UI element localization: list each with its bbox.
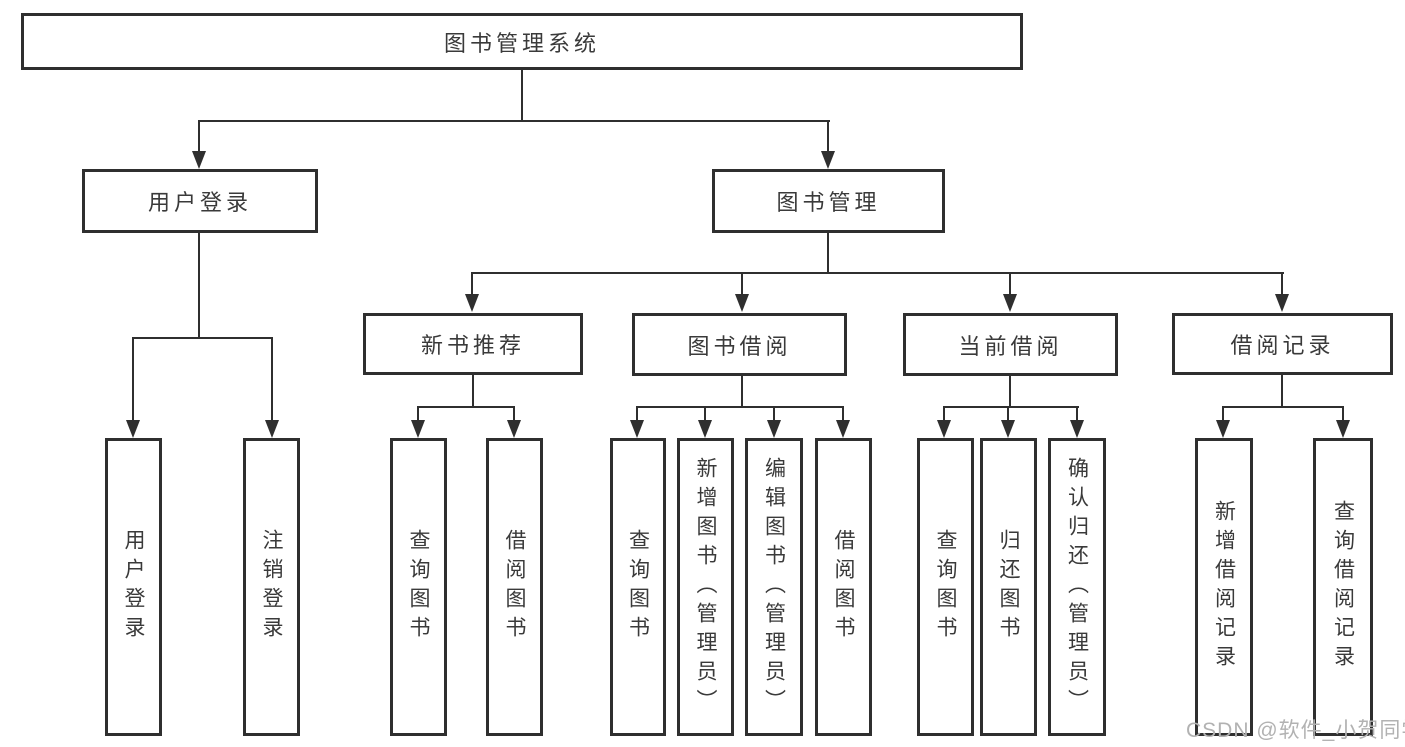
connector-line	[198, 233, 200, 339]
node-label: 图书管理	[776, 190, 881, 215]
connector-line	[842, 406, 844, 422]
node-label: 新书推荐	[420, 333, 525, 358]
arrow-down	[411, 420, 425, 438]
connector-line	[943, 406, 945, 422]
node-book-borrowing: 图书借阅	[632, 313, 847, 376]
leaf-label: 注销登录	[260, 529, 283, 645]
connector-line	[417, 406, 515, 408]
connector-line	[1009, 375, 1011, 408]
leaf-cb-confirm-return-admin: 确认归还（管理员）	[1048, 438, 1106, 736]
leaf-br-query-record: 查询借阅记录	[1313, 438, 1373, 736]
connector-line	[1076, 406, 1078, 422]
connector-line	[636, 406, 638, 422]
leaf-bb-query-books: 查询图书	[610, 438, 666, 736]
node-user-login: 用户登录	[82, 169, 318, 233]
connector-line	[417, 406, 419, 422]
arrow-down	[937, 420, 951, 438]
leaf-label: 新增图书（管理员）	[694, 456, 717, 718]
arrow-down	[507, 420, 521, 438]
node-borrowing-records: 借阅记录	[1172, 313, 1393, 375]
leaf-nb-query-books: 查询图书	[390, 438, 447, 736]
connector-line	[741, 375, 743, 408]
leaf-user-login: 用户登录	[105, 438, 162, 736]
node-label: 借阅记录	[1230, 333, 1335, 358]
connector-line	[472, 375, 474, 408]
leaf-label: 查询图书	[407, 529, 430, 645]
arrow-down	[821, 151, 835, 169]
node-library-management-system: 图书管理系统	[21, 13, 1023, 70]
connector-line	[471, 272, 1284, 274]
arrow-down	[1070, 420, 1084, 438]
arrow-down	[698, 420, 712, 438]
node-label: 图书借阅	[687, 333, 792, 359]
node-label: 用户登录	[147, 190, 252, 215]
arrow-down	[1275, 294, 1289, 312]
arrow-down	[836, 420, 850, 438]
leaf-bb-edit-books-admin: 编辑图书（管理员）	[745, 438, 803, 736]
connector-line	[1007, 406, 1009, 422]
leaf-br-add-record: 新增借阅记录	[1195, 438, 1253, 736]
leaf-label: 归还图书	[997, 529, 1020, 645]
leaf-label: 确认归还（管理员）	[1065, 456, 1089, 718]
connector-line	[1222, 406, 1224, 422]
csdn-watermark: CSDN @软件_小贺同学	[1186, 719, 1405, 742]
leaf-label: 编辑图书（管理员）	[762, 456, 786, 718]
leaf-nb-borrow-books: 借阅图书	[486, 438, 543, 736]
leaf-label: 查询图书	[934, 529, 957, 645]
connector-line	[1281, 272, 1283, 298]
leaf-label: 新增借阅记录	[1212, 500, 1236, 674]
connector-line	[198, 120, 200, 153]
connector-line	[471, 272, 473, 298]
arrow-down	[192, 151, 206, 169]
node-new-book-recommend: 新书推荐	[363, 313, 583, 375]
arrow-down	[630, 420, 644, 438]
connector-line	[198, 120, 830, 122]
arrow-down	[1001, 420, 1015, 438]
connector-line	[1009, 272, 1011, 298]
connector-line	[827, 120, 829, 153]
connector-line	[704, 406, 706, 422]
leaf-label: 用户登录	[122, 529, 145, 645]
node-label: 图书管理系统	[443, 30, 600, 56]
connector-line	[271, 337, 273, 422]
arrow-down	[465, 294, 479, 312]
leaf-label: 查询借阅记录	[1331, 500, 1355, 674]
leaf-cb-query-books: 查询图书	[917, 438, 974, 736]
leaf-cb-return-books: 归还图书	[980, 438, 1037, 736]
node-current-borrowing: 当前借阅	[903, 313, 1118, 376]
arrow-down	[1003, 294, 1017, 312]
connector-line	[636, 406, 844, 408]
arrow-down	[126, 420, 140, 438]
node-label: 当前借阅	[958, 333, 1063, 359]
leaf-bb-borrow-books: 借阅图书	[815, 438, 872, 736]
connector-line	[1281, 375, 1283, 408]
node-book-management: 图书管理	[712, 169, 945, 233]
connector-line	[741, 272, 743, 298]
connector-line	[1342, 406, 1344, 422]
leaf-logout: 注销登录	[243, 438, 300, 736]
leaf-label: 借阅图书	[503, 529, 526, 645]
connector-line	[827, 233, 829, 274]
connector-line	[132, 337, 273, 339]
arrow-down	[767, 420, 781, 438]
connector-line	[513, 406, 515, 422]
leaf-bb-add-books-admin: 新增图书（管理员）	[677, 438, 734, 736]
arrow-down	[265, 420, 279, 438]
connector-line	[132, 337, 134, 422]
connector-line	[943, 406, 1079, 408]
connector-line	[521, 70, 523, 121]
arrow-down	[1216, 420, 1230, 438]
leaf-label: 借阅图书	[832, 529, 855, 645]
connector-line	[1222, 406, 1344, 408]
arrow-down	[735, 294, 749, 312]
leaf-label: 查询图书	[626, 529, 650, 645]
arrow-down	[1336, 420, 1350, 438]
connector-line	[773, 406, 775, 422]
